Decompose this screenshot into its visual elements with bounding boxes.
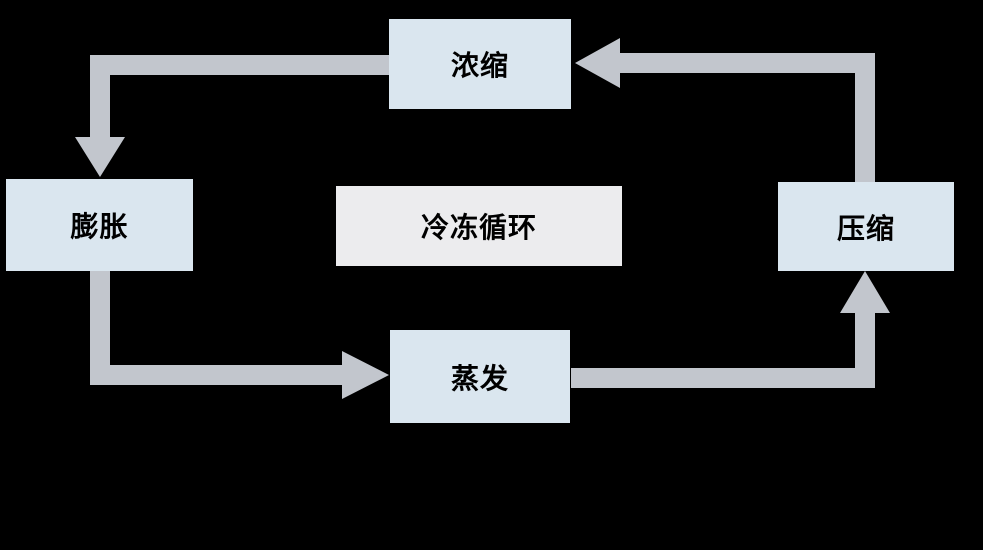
center-title-label: 冷冻循环 [420,212,537,243]
node-expand: 膨胀 [6,179,193,271]
node-expand-label: 膨胀 [70,211,129,242]
arrow-evaporate-to-compress [571,271,890,388]
node-concentrate-label: 浓缩 [450,50,509,81]
node-concentrate: 浓缩 [389,19,571,109]
arrow-expand-to-evaporate [90,271,389,399]
arrow-compress-to-concentrate [575,38,875,182]
center-title-box: 冷冻循环 [336,186,622,266]
node-evaporate-label: 蒸发 [450,362,509,394]
node-compress: 压缩 [778,182,954,271]
node-evaporate: 蒸发 [390,330,570,423]
arrow-concentrate-to-expand [75,55,389,177]
node-compress-label: 压缩 [836,212,895,244]
